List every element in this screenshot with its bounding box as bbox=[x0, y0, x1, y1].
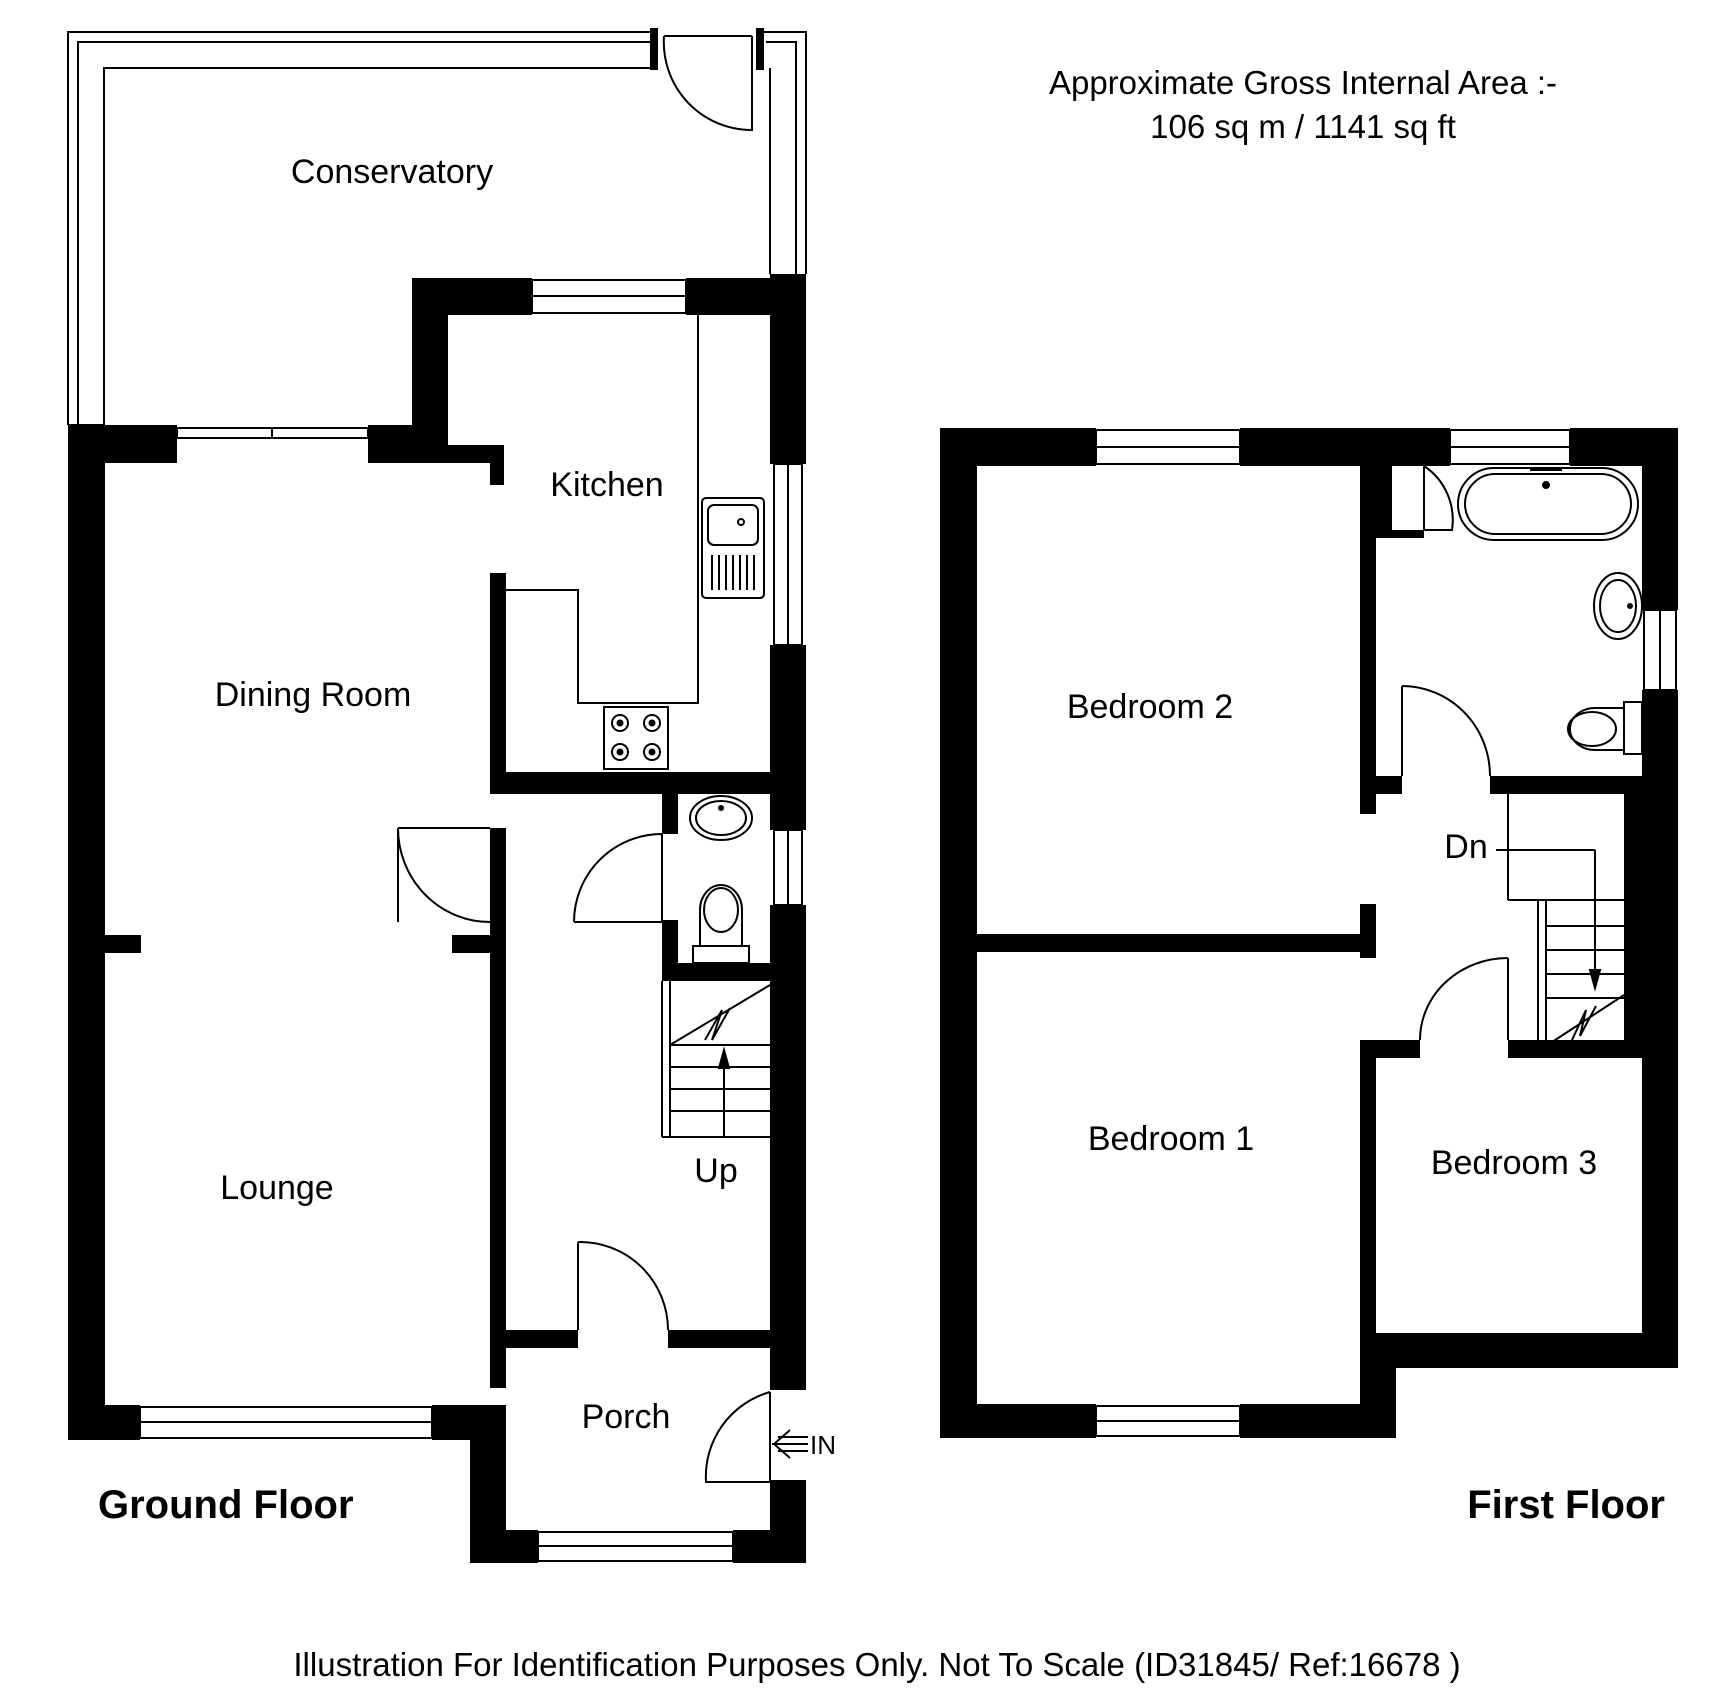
first-floor-walls bbox=[940, 428, 1678, 1438]
kitchen-label: Kitchen bbox=[550, 466, 663, 504]
bedroom-2-label: Bedroom 2 bbox=[1067, 688, 1233, 726]
disclaimer-footer: Illustration For Identification Purposes… bbox=[293, 1646, 1460, 1683]
toilet-icon bbox=[1567, 701, 1643, 755]
gross-area-value: 106 sq m / 1141 sq ft bbox=[1150, 108, 1456, 145]
conservatory-walls bbox=[67, 31, 807, 426]
kitchen-sink-icon bbox=[701, 497, 765, 599]
entrance-label: IN bbox=[810, 1430, 836, 1460]
gross-area-heading: Approximate Gross Internal Area :- bbox=[1049, 64, 1557, 101]
bath-icon bbox=[1457, 467, 1639, 541]
wash-basin-icon bbox=[689, 795, 753, 841]
stairs-down-label: Dn bbox=[1444, 828, 1487, 866]
first-floor-title: First Floor bbox=[1467, 1483, 1665, 1527]
bedroom-1-label: Bedroom 1 bbox=[1088, 1120, 1254, 1158]
stairs-up-label: Up bbox=[694, 1152, 737, 1190]
entrance-arrow-icon bbox=[772, 1429, 808, 1459]
window-icon bbox=[139, 279, 803, 1562]
wash-basin-icon bbox=[1593, 572, 1643, 640]
lounge-label: Lounge bbox=[220, 1169, 333, 1207]
first-floor-plan: Bedroom 2 Bedroom 1 Bedroom 3 Dn First F… bbox=[940, 428, 1678, 1527]
dining-room-label: Dining Room bbox=[215, 676, 412, 714]
door-swing-icon bbox=[397, 827, 771, 1483]
porch-label: Porch bbox=[582, 1398, 671, 1436]
toilet-icon bbox=[692, 884, 750, 964]
staircase-icon bbox=[1496, 794, 1625, 1047]
kitchen-units bbox=[506, 315, 699, 704]
door-swing-icon bbox=[662, 35, 753, 132]
window-icon bbox=[1095, 429, 1677, 1437]
bedroom-3-label: Bedroom 3 bbox=[1431, 1144, 1597, 1182]
door-swing-icon bbox=[1401, 685, 1509, 1041]
conservatory-label: Conservatory bbox=[291, 153, 493, 191]
ground-floor-title: Ground Floor bbox=[98, 1483, 354, 1527]
ground-floor-plan: Conservatory Kitchen Dining Room Lounge … bbox=[67, 28, 836, 1563]
hob-icon bbox=[603, 706, 669, 770]
door-swing-icon bbox=[1423, 465, 1454, 531]
staircase-icon bbox=[661, 981, 771, 1138]
ground-floor-walls bbox=[68, 274, 806, 1563]
